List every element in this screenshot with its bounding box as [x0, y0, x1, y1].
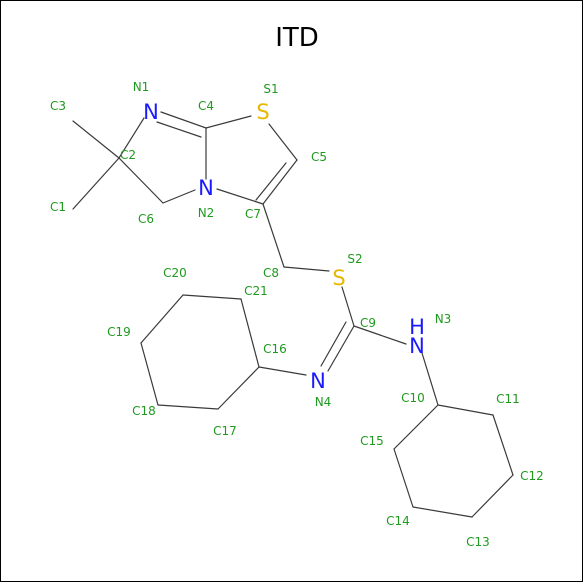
bond-12: [262, 159, 298, 205]
atom-index-n2: N2: [198, 206, 215, 220]
atom-index-c19: C19: [107, 325, 131, 339]
bond-28: [437, 404, 494, 416]
bond-20: [258, 366, 307, 376]
atom-symbol-n1: N: [143, 100, 159, 124]
bond-26: [157, 404, 219, 410]
atom-index-c6: C6: [138, 212, 154, 226]
bond-10: [216, 188, 264, 205]
bond-33: [393, 404, 439, 450]
atom-index-c3: C3: [50, 99, 66, 113]
atom-index-c8: C8: [263, 266, 279, 280]
bond-15: [283, 266, 330, 272]
atom-index-c11: C11: [496, 392, 520, 406]
bond-1: [72, 120, 120, 159]
bond-22: [240, 298, 260, 368]
atom-index-c17: C17: [213, 424, 237, 438]
bond-4: [118, 157, 164, 204]
atom-index-c10: C10: [401, 391, 425, 405]
bond-27: [217, 366, 260, 410]
bond-layer: [72, 111, 514, 518]
atom-index-c4: C4: [198, 99, 214, 113]
atom-index-s2: S2: [347, 252, 362, 266]
atom-index-c1: C1: [50, 200, 66, 214]
diagram-title: ITD: [275, 23, 319, 53]
bond-5: [160, 111, 207, 129]
bond-9: [162, 189, 196, 204]
atom-index-c13: C13: [466, 535, 490, 549]
atom-index-c20: C20: [163, 266, 187, 280]
bond-13: [255, 162, 287, 201]
atom-index-c7: C7: [245, 207, 261, 221]
bond-24: [140, 294, 184, 344]
bond-17: [327, 325, 355, 372]
atom-index-c16: C16: [263, 342, 287, 356]
atom-index-c9: C9: [360, 316, 376, 330]
bond-19: [353, 325, 407, 345]
bond-14: [262, 203, 285, 268]
atom-index-c12: C12: [520, 469, 544, 483]
bond-16: [341, 286, 355, 327]
bond-6: [156, 121, 202, 138]
atom-symbol-n2: N: [198, 176, 214, 200]
bond-29: [492, 414, 514, 476]
atom-index-c21: C21: [244, 284, 268, 298]
bond-21: [421, 352, 439, 406]
bond-31: [412, 506, 473, 518]
bond-3: [118, 117, 145, 159]
atom-index-c14: C14: [386, 514, 410, 528]
bond-25: [140, 342, 159, 406]
atom-symbol-n4: N: [310, 369, 326, 393]
bond-7: [205, 115, 252, 129]
atom-index-c2: C2: [120, 148, 136, 162]
atom-symbol-s2: S: [332, 266, 345, 290]
atom-index-n1: N1: [133, 80, 150, 94]
atom-index-n4: N4: [315, 395, 332, 409]
atom-symbol-s1: S: [256, 100, 269, 124]
atom-index-c18: C18: [132, 404, 156, 418]
bond-18: [320, 321, 347, 367]
atom-index-n3: N3: [435, 312, 452, 326]
bond-32: [393, 448, 414, 508]
atom-index-s1: S1: [263, 82, 278, 96]
atom-index-c15: C15: [360, 434, 384, 448]
bond-23: [182, 294, 242, 300]
atom-index-c5: C5: [311, 150, 327, 164]
bond-30: [471, 474, 514, 518]
bond-2: [72, 157, 120, 210]
bond-11: [268, 123, 298, 161]
